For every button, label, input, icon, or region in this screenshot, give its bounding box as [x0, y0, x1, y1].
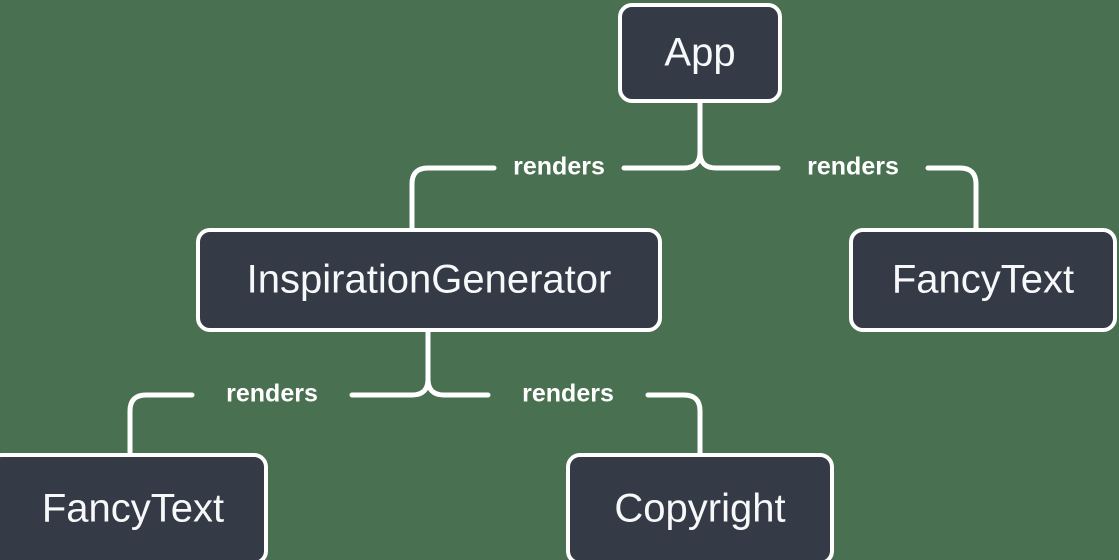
edges-layer	[127, 98, 979, 458]
node-inspiration-generator[interactable]: InspirationGenerator	[196, 228, 662, 332]
node-label-app: App	[664, 31, 735, 75]
edge-inspiration-generator-to-copyright	[425, 327, 703, 458]
node-box-app	[618, 3, 782, 103]
node-box-fancytext-right	[849, 228, 1117, 332]
node-box-fancytext-left	[0, 453, 268, 560]
edge-label-app-to-inspiration-generator: renders	[513, 153, 605, 181]
node-box-copyright	[566, 453, 834, 560]
node-fancytext-right[interactable]: FancyText	[849, 228, 1117, 332]
node-fancytext-left[interactable]: FancyText	[0, 453, 268, 560]
edge-label-inspiration-generator-to-fancytext-left: renders	[226, 380, 318, 408]
node-label-inspiration-generator: InspirationGenerator	[247, 258, 612, 302]
node-copyright[interactable]: Copyright	[566, 453, 834, 560]
edge-label-inspiration-generator-to-copyright: renders	[522, 380, 614, 408]
edge-label-app-to-fancytext-right: renders	[807, 153, 899, 181]
node-label-copyright: Copyright	[614, 487, 785, 531]
edge-labels-layer: renders renders renders renders	[226, 153, 899, 408]
node-label-fancytext-left: FancyText	[42, 487, 224, 531]
node-app[interactable]: App	[618, 3, 782, 103]
node-box-inspiration-generator	[196, 228, 662, 332]
edge-app-to-fancytext-right	[697, 98, 979, 233]
node-label-fancytext-right: FancyText	[892, 258, 1074, 302]
